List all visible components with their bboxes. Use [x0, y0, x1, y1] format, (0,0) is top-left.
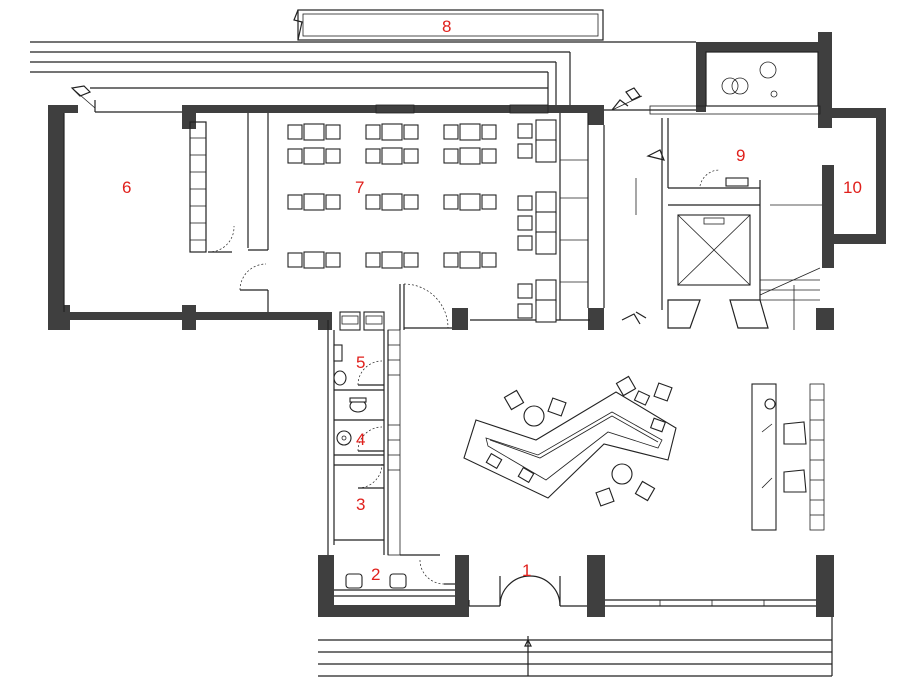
chair: [403, 124, 419, 140]
room-label-1: 1: [522, 561, 531, 580]
table: [303, 193, 325, 211]
side-desk: [751, 383, 825, 531]
chair: [481, 148, 497, 164]
chair: [443, 194, 459, 210]
table: [459, 193, 481, 211]
table: [535, 191, 557, 215]
chair: [287, 124, 303, 140]
chair: [403, 252, 419, 268]
chair: [517, 283, 533, 299]
chair: [443, 148, 459, 164]
table: [535, 279, 557, 303]
chair: [325, 252, 341, 268]
chair: [365, 194, 381, 210]
room-6-outline: [63, 85, 96, 312]
chair: [365, 148, 381, 164]
chair: [443, 252, 459, 268]
room-2-chairs: [345, 573, 407, 589]
room-label-10: 10: [843, 178, 862, 197]
room-label-9: 9: [736, 146, 745, 165]
chair: [325, 148, 341, 164]
chair: [325, 194, 341, 210]
chair: [365, 124, 381, 140]
table: [459, 123, 481, 141]
room-label-6: 6: [122, 178, 131, 197]
table: [459, 251, 481, 269]
chair: [443, 124, 459, 140]
table: [381, 123, 403, 141]
room-label-3: 3: [356, 495, 365, 514]
chair: [287, 194, 303, 210]
table: [303, 123, 325, 141]
chair: [403, 148, 419, 164]
room-label-7: 7: [355, 178, 364, 197]
bench-seating: [517, 119, 557, 323]
room-label-2: 2: [371, 565, 380, 584]
room-labels: 1 2 3 4 5 6 7 8 9 10: [122, 17, 862, 584]
chair: [517, 195, 533, 211]
elevator-core: [603, 87, 822, 330]
table: [459, 147, 481, 165]
table: [535, 211, 557, 235]
chair: [517, 143, 533, 159]
chair: [481, 252, 497, 268]
chair: [517, 303, 533, 319]
chair: [287, 252, 303, 268]
chair: [517, 123, 533, 139]
reception-counter: [463, 391, 677, 499]
entrance-doors: [468, 575, 816, 607]
table: [535, 119, 557, 143]
walls: [48, 32, 834, 617]
table: [535, 299, 557, 323]
technical-room: [705, 51, 819, 107]
table: [303, 251, 325, 269]
room-label-8: 8: [442, 17, 451, 36]
lobby-furniture: [485, 375, 673, 507]
chair: [365, 252, 381, 268]
table: [535, 139, 557, 163]
table: [535, 231, 557, 255]
restaurant-tables: [287, 123, 497, 269]
entrance-steps: [318, 617, 833, 677]
table: [303, 147, 325, 165]
chair: [481, 194, 497, 210]
top-corridor-lines: [30, 9, 696, 113]
table: [381, 251, 403, 269]
chair: [325, 124, 341, 140]
chair: [517, 215, 533, 231]
chair: [481, 124, 497, 140]
table: [381, 193, 403, 211]
service-rooms: [327, 311, 455, 597]
table: [381, 147, 403, 165]
chair: [517, 235, 533, 251]
room-label-5: 5: [356, 353, 365, 372]
room-label-4: 4: [356, 430, 365, 449]
room-10-outline: [832, 108, 886, 244]
room-7-structure: [189, 104, 590, 330]
chair: [287, 148, 303, 164]
chair: [403, 194, 419, 210]
